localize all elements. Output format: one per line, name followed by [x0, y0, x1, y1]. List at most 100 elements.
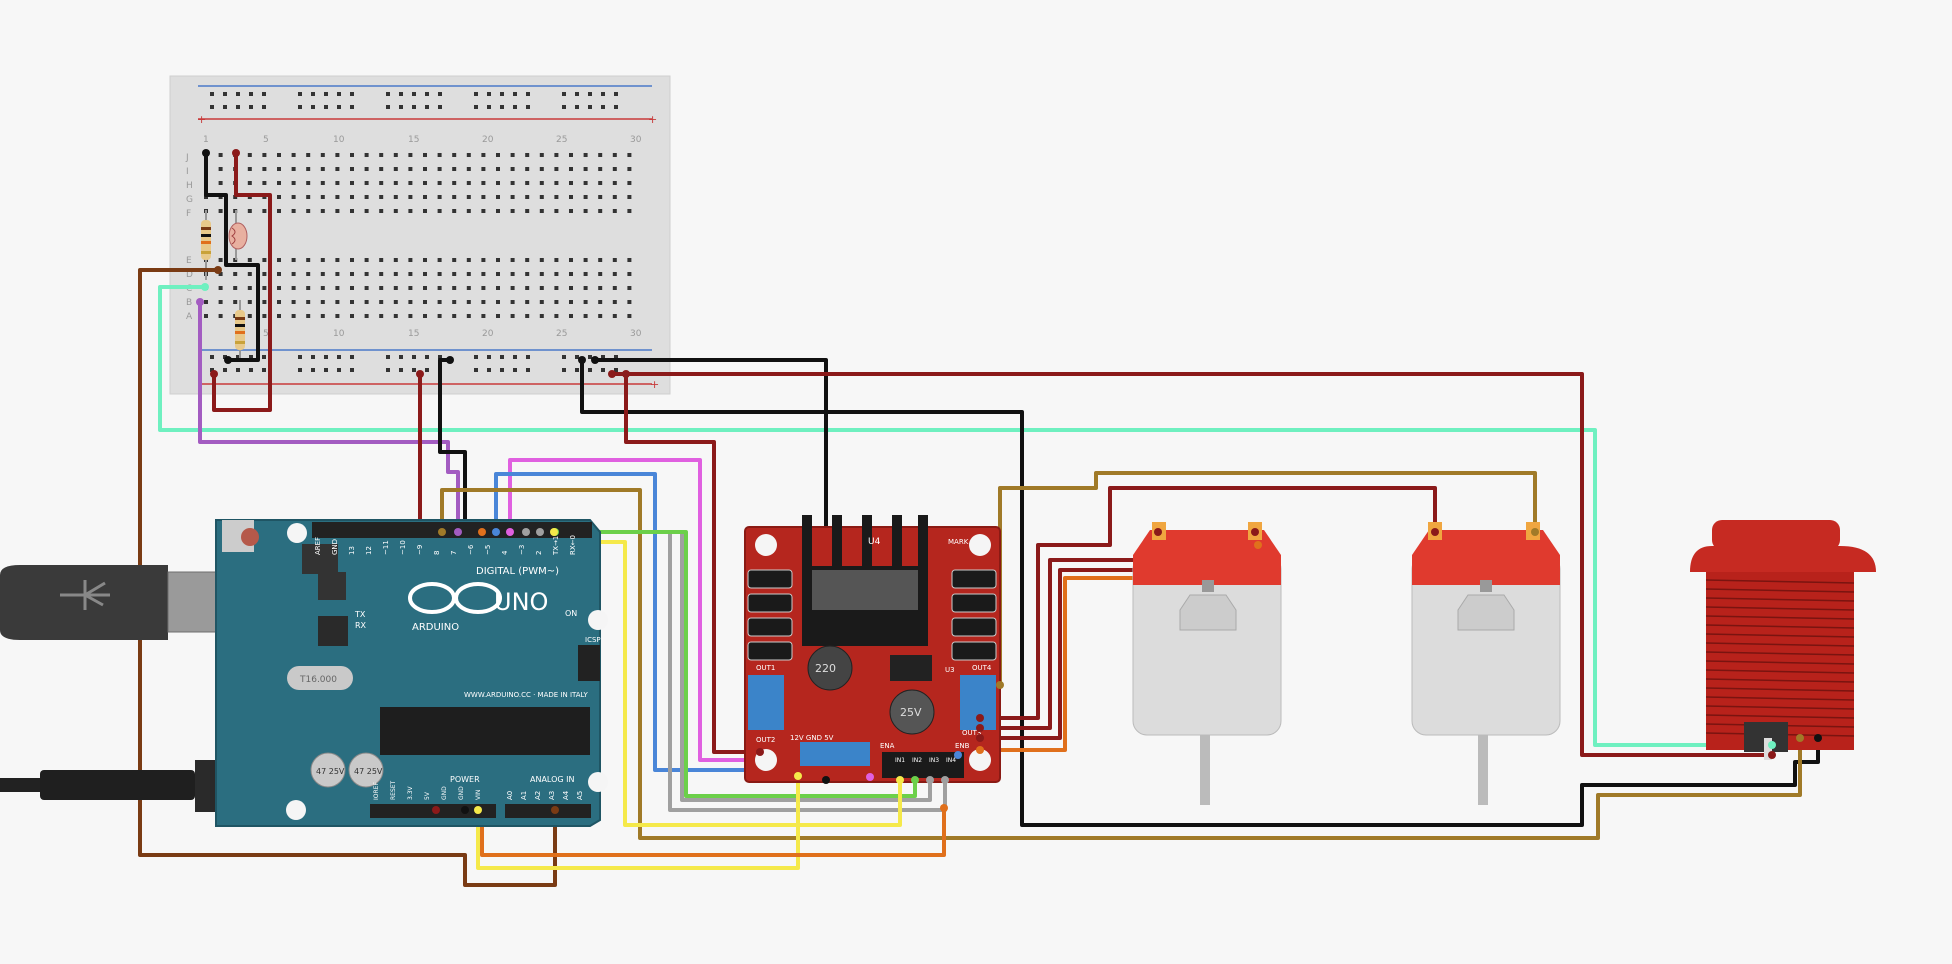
- breadboard-hole[interactable]: [412, 368, 416, 372]
- wire-purple[interactable]: [198, 302, 460, 532]
- breadboard-hole[interactable]: [601, 92, 605, 96]
- breadboard-hole[interactable]: [364, 153, 369, 157]
- breadboard-hole[interactable]: [437, 258, 442, 262]
- breadboard-hole[interactable]: [423, 195, 427, 199]
- breadboard-hole[interactable]: [306, 153, 311, 157]
- breadboard-hole[interactable]: [364, 286, 369, 290]
- breadboard-hole[interactable]: [379, 181, 384, 185]
- breadboard-hole[interactable]: [612, 272, 617, 276]
- breadboard-hole[interactable]: [364, 300, 369, 304]
- breadboard-hole[interactable]: [335, 258, 340, 262]
- breadboard-hole[interactable]: [350, 167, 354, 171]
- breadboard-hole[interactable]: [262, 209, 267, 213]
- breadboard-hole[interactable]: [513, 92, 517, 96]
- breadboard-hole[interactable]: [277, 153, 281, 157]
- breadboard-hole[interactable]: [627, 153, 632, 157]
- breadboard-hole[interactable]: [510, 181, 515, 185]
- breadboard-hole[interactable]: [412, 105, 416, 109]
- dc-motor[interactable]: [1132, 522, 1282, 805]
- breadboard-hole[interactable]: [612, 258, 617, 262]
- breadboard-hole[interactable]: [513, 105, 517, 109]
- breadboard-hole[interactable]: [291, 272, 296, 276]
- breadboard-hole[interactable]: [569, 258, 573, 262]
- breadboard-hole[interactable]: [320, 181, 325, 185]
- wire-olive[interactable]: [998, 471, 1537, 685]
- breadboard-hole[interactable]: [306, 272, 311, 276]
- breadboard-hole[interactable]: [583, 258, 588, 262]
- breadboard-hole[interactable]: [526, 368, 530, 372]
- breadboard-hole[interactable]: [612, 167, 617, 171]
- breadboard-hole[interactable]: [513, 368, 517, 372]
- wire-darkred[interactable]: [212, 153, 272, 412]
- breadboard-hole[interactable]: [320, 258, 325, 262]
- breadboard-hole[interactable]: [247, 272, 252, 276]
- breadboard-hole[interactable]: [277, 195, 281, 199]
- breadboard-hole[interactable]: [525, 195, 530, 199]
- breadboard-hole[interactable]: [364, 195, 369, 199]
- breadboard-hole[interactable]: [223, 105, 227, 109]
- breadboard-hole[interactable]: [554, 209, 559, 213]
- breadboard-hole[interactable]: [466, 209, 471, 213]
- breadboard-hole[interactable]: [466, 181, 471, 185]
- breadboard-hole[interactable]: [298, 368, 302, 372]
- breadboard-hole[interactable]: [627, 181, 632, 185]
- breadboard-hole[interactable]: [601, 105, 605, 109]
- breadboard-hole[interactable]: [306, 286, 311, 290]
- wire-darkred[interactable]: [980, 532, 1160, 730]
- breadboard-hole[interactable]: [218, 181, 223, 185]
- breadboard-hole[interactable]: [350, 105, 354, 109]
- breadboard-hole[interactable]: [223, 92, 227, 96]
- breadboard-hole[interactable]: [408, 286, 413, 290]
- breadboard-hole[interactable]: [598, 167, 603, 171]
- breadboard-hole[interactable]: [525, 272, 530, 276]
- breadboard-hole[interactable]: [437, 314, 442, 318]
- breadboard-hole[interactable]: [393, 258, 398, 262]
- breadboard-hole[interactable]: [262, 300, 267, 304]
- breadboard-hole[interactable]: [554, 314, 559, 318]
- breadboard-hole[interactable]: [554, 195, 559, 199]
- breadboard-hole[interactable]: [412, 355, 416, 359]
- breadboard-hole[interactable]: [412, 92, 416, 96]
- breadboard-hole[interactable]: [204, 314, 208, 318]
- breadboard-hole[interactable]: [588, 105, 592, 109]
- breadboard-hole[interactable]: [598, 300, 603, 304]
- breadboard-hole[interactable]: [539, 300, 544, 304]
- breadboard-hole[interactable]: [291, 181, 296, 185]
- breadboard-hole[interactable]: [487, 105, 491, 109]
- breadboard-hole[interactable]: [554, 300, 559, 304]
- breadboard-hole[interactable]: [583, 153, 588, 157]
- breadboard-hole[interactable]: [350, 368, 354, 372]
- breadboard-hole[interactable]: [423, 300, 427, 304]
- breadboard-hole[interactable]: [513, 355, 517, 359]
- breadboard-hole[interactable]: [262, 153, 267, 157]
- breadboard-hole[interactable]: [249, 92, 253, 96]
- breadboard-hole[interactable]: [262, 314, 267, 318]
- breadboard-hole[interactable]: [324, 105, 328, 109]
- breadboard-hole[interactable]: [324, 92, 328, 96]
- breadboard-hole[interactable]: [438, 92, 442, 96]
- breadboard-hole[interactable]: [612, 153, 617, 157]
- breadboard-hole[interactable]: [247, 167, 252, 171]
- breadboard-hole[interactable]: [510, 195, 515, 199]
- breadboard-hole[interactable]: [466, 272, 471, 276]
- breadboard-hole[interactable]: [364, 209, 369, 213]
- breadboard-hole[interactable]: [423, 181, 427, 185]
- breadboard-hole[interactable]: [320, 209, 325, 213]
- breadboard-hole[interactable]: [408, 300, 413, 304]
- breadboard-hole[interactable]: [408, 181, 413, 185]
- breadboard-hole[interactable]: [262, 181, 267, 185]
- breadboard-hole[interactable]: [291, 286, 296, 290]
- breadboard-hole[interactable]: [425, 368, 429, 372]
- breadboard-hole[interactable]: [249, 355, 253, 359]
- breadboard-hole[interactable]: [437, 167, 442, 171]
- breadboard-hole[interactable]: [612, 300, 617, 304]
- breadboard-hole[interactable]: [481, 153, 486, 157]
- breadboard-hole[interactable]: [379, 258, 384, 262]
- breadboard-hole[interactable]: [598, 286, 603, 290]
- breadboard-hole[interactable]: [247, 314, 252, 318]
- breadboard-hole[interactable]: [262, 167, 267, 171]
- breadboard-hole[interactable]: [277, 272, 281, 276]
- breadboard-hole[interactable]: [350, 209, 354, 213]
- breadboard-hole[interactable]: [612, 181, 617, 185]
- breadboard-hole[interactable]: [320, 167, 325, 171]
